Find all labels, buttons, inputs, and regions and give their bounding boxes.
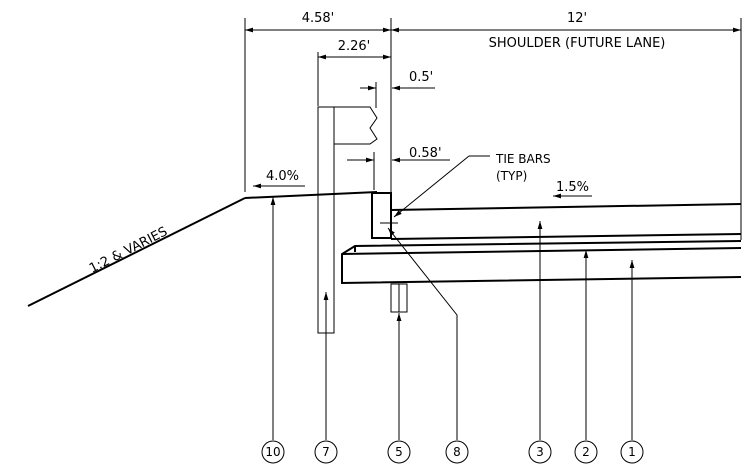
extension-lines	[244, 18, 742, 240]
shoulder-pavement	[390, 203, 742, 240]
callout-circle-10	[261, 440, 285, 464]
dim-text-2-26: 2.26'	[338, 39, 371, 54]
side-slope-label: 1:2 & VARIES	[87, 224, 170, 276]
callout-circle-3	[528, 440, 552, 464]
callout-7: 7	[322, 445, 330, 459]
dim-text-4-58: 4.58'	[302, 11, 335, 26]
callout-bubbles: 10 7 5 8 3 2 1	[261, 440, 644, 464]
callout-circle-5	[387, 440, 411, 464]
callout-3: 3	[536, 445, 544, 459]
callout-2: 2	[582, 445, 590, 459]
tie-bars-leader	[393, 155, 470, 218]
dowel-bar	[390, 283, 408, 313]
leader-lines	[270, 197, 635, 440]
callout-circle-1	[620, 440, 644, 464]
slope-text-left: 4.0%	[266, 169, 299, 184]
guardrail-post	[317, 106, 378, 334]
callout-circle-7	[314, 440, 338, 464]
ground-line	[27, 191, 378, 307]
callout-circle-2	[574, 440, 598, 464]
slope-text-right: 1.5%	[556, 180, 589, 195]
callout-circle-8	[445, 440, 469, 464]
dim-text-12: 12'	[567, 11, 587, 26]
shoulder-label: SHOULDER (FUTURE LANE)	[489, 36, 666, 51]
dimension-lines	[245, 27, 741, 163]
tie-bars-label: TIE BARS	[495, 152, 551, 166]
base-course	[341, 240, 742, 285]
callout-8: 8	[453, 445, 461, 459]
dim-text-0-58: 0.58'	[409, 146, 442, 161]
callout-10: 10	[265, 445, 280, 459]
tie-bars-typ-label: (TYP)	[496, 169, 527, 183]
callout-5: 5	[395, 445, 403, 459]
curb-edge	[371, 192, 392, 239]
dim-text-0-5: 0.5'	[409, 70, 433, 85]
callout-1: 1	[628, 445, 636, 459]
